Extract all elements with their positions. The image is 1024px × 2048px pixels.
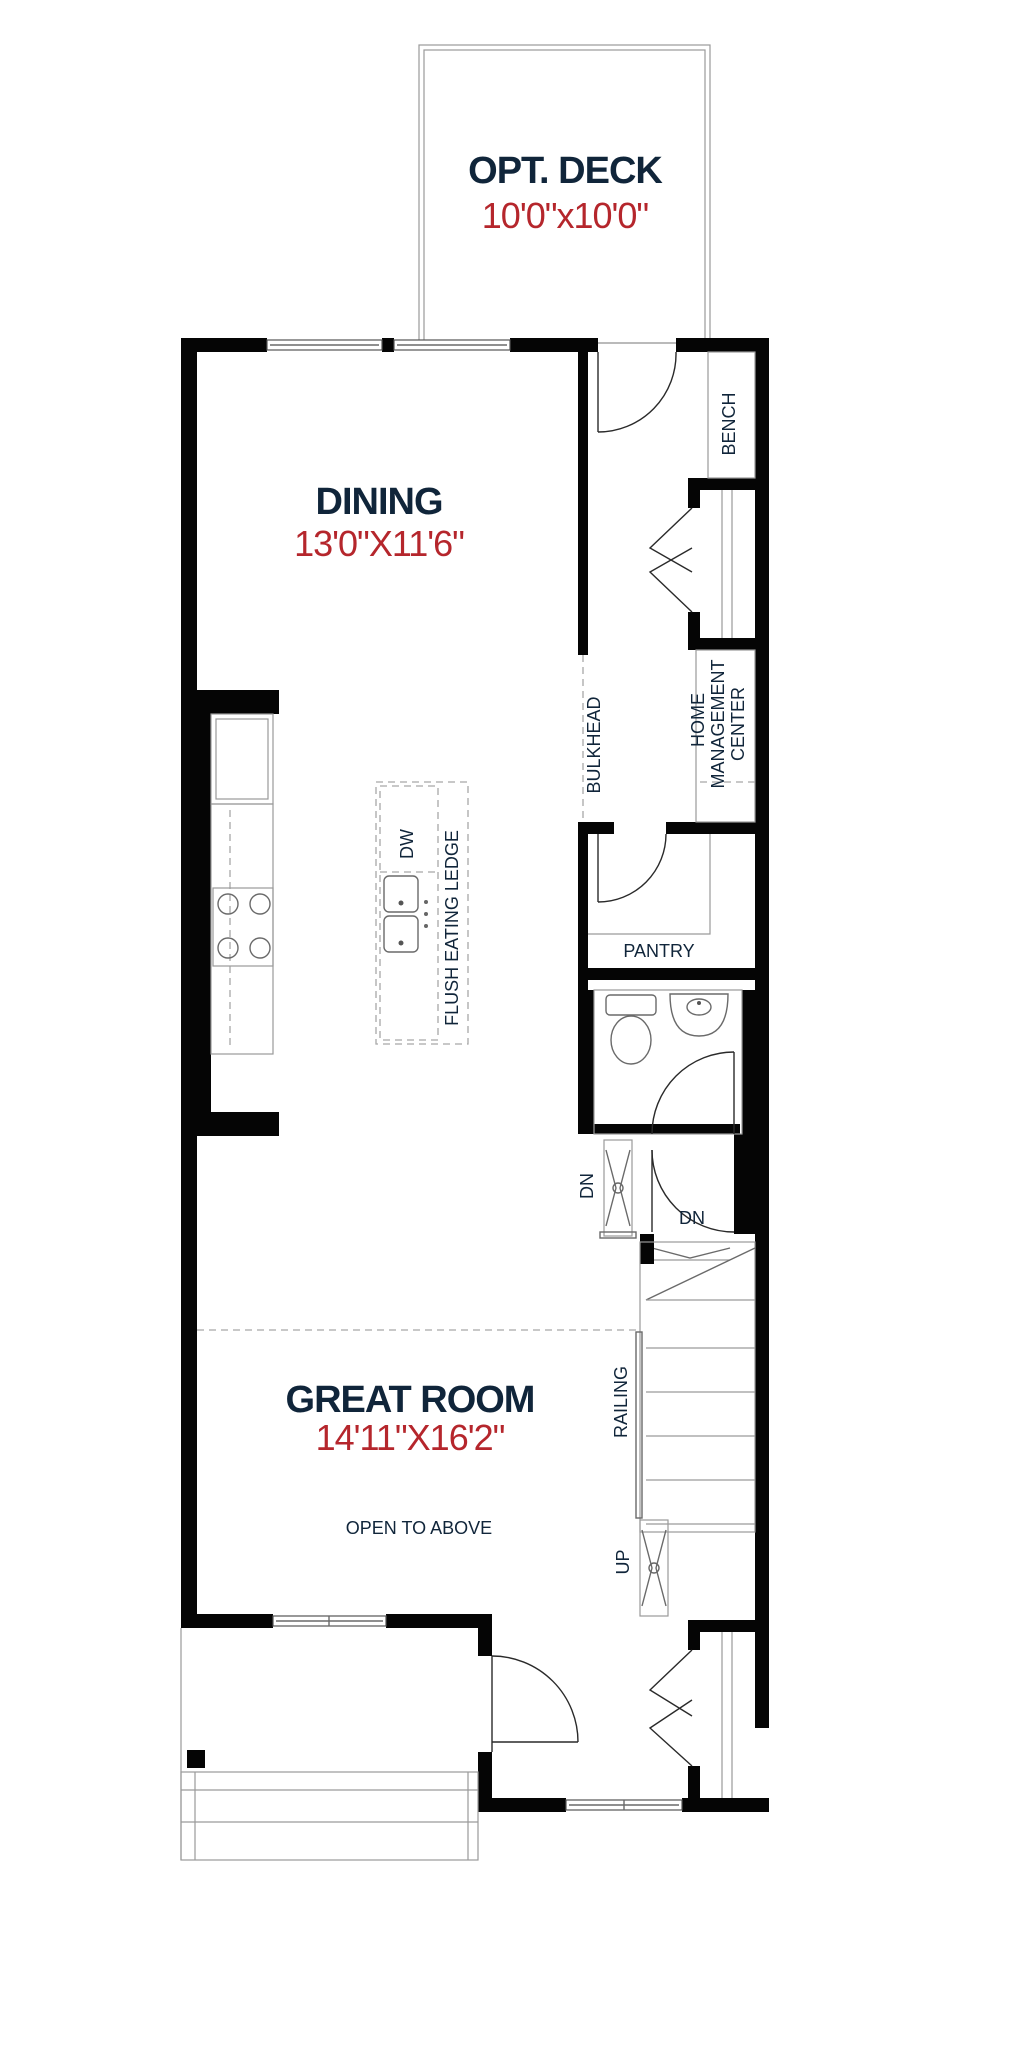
toilet-icon [605, 994, 657, 1065]
dining-dimensions: 13'0"X11'6" [294, 523, 464, 564]
home-management-desk [695, 649, 756, 823]
front-door-swing-icon [491, 1655, 579, 1752]
dn-left-label: DN [577, 1173, 597, 1199]
island [375, 781, 469, 1045]
deck-name: OPT. DECK [468, 150, 663, 192]
up-label: UP [613, 1549, 633, 1574]
railing [635, 1331, 643, 1519]
stairs-down-left [599, 1139, 637, 1239]
bench [707, 351, 756, 479]
windows [266, 339, 683, 1811]
pantry [588, 833, 711, 935]
sink-icon [669, 993, 729, 1037]
upper-closet-bifold-door-icon [648, 490, 733, 638]
deck-dimensions: 10'0"x10'0" [482, 195, 649, 236]
dishwasher-label: DW [397, 829, 417, 859]
rear-door-swing-icon [597, 351, 677, 433]
cooktop-icon [212, 887, 274, 967]
basement-door-swing-icon [651, 1149, 735, 1233]
front-porch [180, 1628, 479, 1861]
double-sink-icon [383, 875, 428, 953]
stairs-up [639, 1519, 669, 1617]
walls [181, 338, 769, 1812]
stairs-down-right [640, 1234, 731, 1264]
home-management-line2: MANAGEMENT [708, 659, 728, 788]
bench-label: BENCH [719, 392, 739, 455]
flush-eating-ledge-label: FLUSH EATING LEDGE [442, 830, 462, 1026]
deck-outline [418, 44, 711, 344]
pantry-label: PANTRY [623, 941, 694, 961]
kitchen-counter [210, 713, 274, 1055]
home-management-line3: CENTER [728, 687, 748, 761]
great-room-dimensions: 14'11"X16'2" [316, 1417, 505, 1458]
dn-right-label: DN [679, 1208, 705, 1228]
main-stairs [639, 1241, 756, 1533]
great-room-name: GREAT ROOM [286, 1379, 535, 1421]
powder-room [593, 989, 743, 1135]
lower-closet-bifold-door-icon [648, 1632, 733, 1798]
home-management-line1: HOME [688, 693, 708, 747]
railing-label: RAILING [611, 1366, 631, 1438]
bulkhead-label: BULKHEAD [584, 696, 604, 793]
open-to-above-label: OPEN TO ABOVE [346, 1518, 492, 1538]
dining-name: DINING [316, 481, 443, 523]
